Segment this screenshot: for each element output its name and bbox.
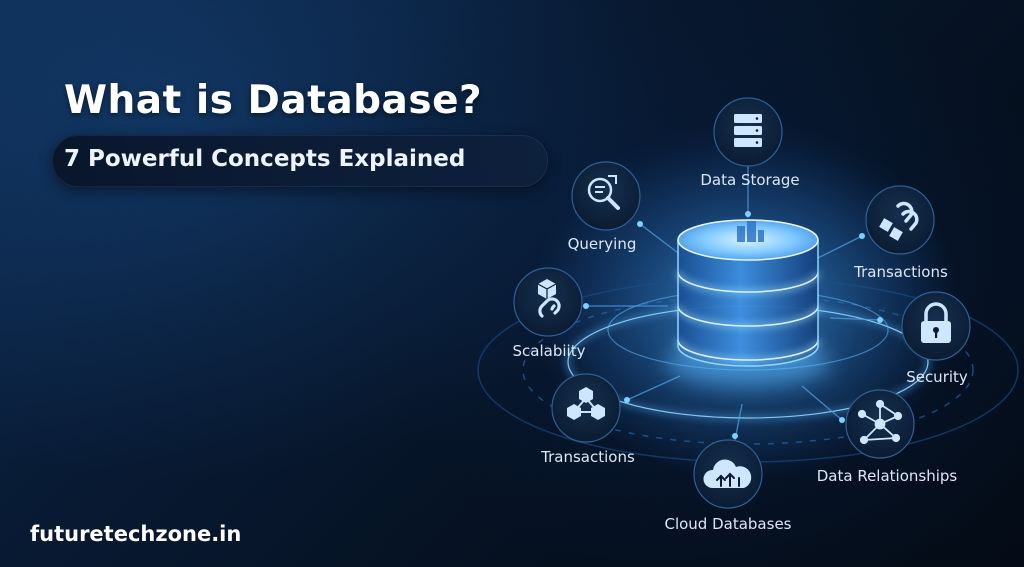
concept-label: Querying [568, 235, 637, 253]
database-cylinder [666, 219, 830, 386]
concept-label: Transactions [540, 448, 635, 466]
server-rack-icon [734, 114, 762, 147]
concept-security: Security [901, 291, 971, 386]
concept-transactions-bottom: Transactions [540, 373, 635, 466]
lock-icon [921, 302, 951, 343]
network-nodes-icon [857, 399, 903, 445]
concept-label: Data Relationships [817, 467, 958, 485]
concept-label: Security [906, 368, 968, 386]
concept-cloud-databases: Cloud Databases [664, 439, 792, 533]
concept-scalability: Scalabiity [513, 267, 586, 360]
brand-watermark: futuretechzone.in [30, 522, 242, 546]
cloud-upload-icon [703, 459, 752, 488]
subtitle-pill [52, 135, 548, 187]
cube-link-icon [537, 279, 561, 318]
search-document-icon [587, 175, 620, 210]
page-subtitle: 7 Powerful Concepts Explained [64, 146, 466, 172]
concept-label: Scalabiity [513, 342, 586, 360]
building-icon [737, 221, 764, 242]
connector-dots [583, 211, 883, 439]
concept-querying: Querying [568, 161, 641, 253]
concept-data-relationships: Data Relationships [817, 389, 958, 485]
page-title: What is Database? [64, 78, 483, 123]
concept-data-storage: Data Storage [700, 97, 800, 189]
concept-label: Data Storage [700, 171, 799, 189]
concept-label: Transactions [853, 263, 948, 281]
concept-transactions-top: Transactions [853, 185, 948, 281]
connected-cubes-icon [567, 387, 605, 420]
concept-label: Cloud Databases [664, 515, 791, 533]
chain-link-blocks-icon [879, 201, 919, 241]
